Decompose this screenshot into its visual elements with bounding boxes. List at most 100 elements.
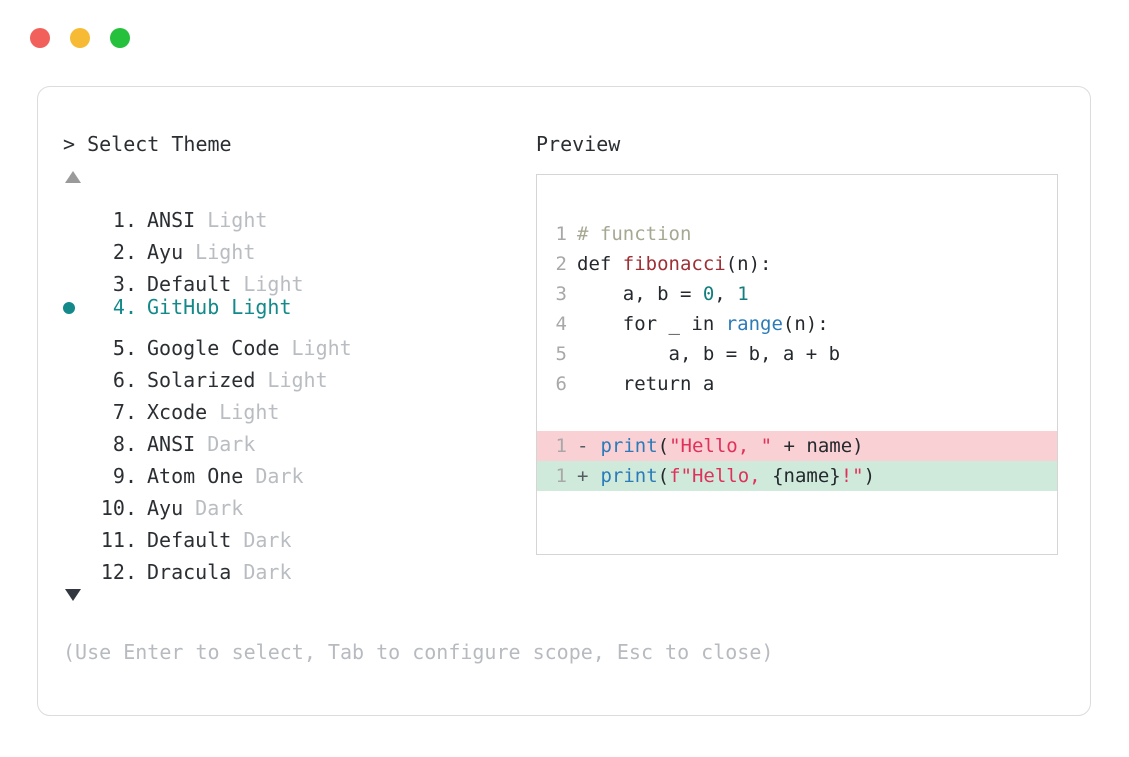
code-token: ) [863,465,876,487]
scroll-up-icon[interactable] [65,171,81,183]
diff-marker: + [577,465,589,487]
theme-list-item[interactable]: 4. GitHub Light [63,291,533,323]
theme-list-item[interactable]: 9. Atom One Dark [63,451,533,488]
diff-added-line: 1+ print(f"Hello, {name}!") [537,461,1057,491]
theme-list-item[interactable]: 5.Google Code Light [63,323,533,360]
code-token: print [600,465,658,487]
window-close-dot[interactable] [30,28,50,48]
theme-list-item[interactable]: 10.Ayu Dark [63,483,533,520]
theme-name: GitHub [147,295,220,319]
code-line: 6 return a [537,369,1057,399]
theme-name: Ayu [147,496,184,520]
theme-list-item[interactable]: 6.Solarized Light [63,355,533,392]
line-number: 2 [555,253,567,275]
code-token: a, b = b, a + b [577,343,841,365]
theme-name: Ayu [147,240,184,264]
code-token: {name} [772,465,841,487]
theme-list-item[interactable]: 3.Default Light [63,259,533,296]
theme-index: 4. [112,295,137,319]
code-line: 5 a, b = b, a + b [537,339,1057,369]
selection-bullet-cell [63,515,93,547]
theme-variant: Dark [255,464,304,488]
window-traffic-lights [30,28,130,48]
theme-list-item[interactable]: 1.ANSI Light [63,195,533,232]
theme-index: 9. [112,464,137,488]
code-token: 1 [737,283,749,305]
window-maximize-dot[interactable] [110,28,130,48]
spacer [231,524,243,556]
selection-bullet-cell [63,227,93,259]
code-token: !" [840,465,864,487]
spacer [589,461,600,491]
theme-name: Atom One [147,464,244,488]
theme-list-item[interactable]: 8.ANSI Dark [63,419,533,456]
code-token: ( [657,465,670,487]
code-line: 4 for _ in range(n): [537,309,1057,339]
selection-bullet-cell [63,259,93,291]
diff-lines: 1- print("Hello, " + name)1+ print(f"Hel… [537,431,1057,491]
code-token: (n): [725,253,772,275]
theme-list-item[interactable]: 11. Default Dark [63,515,533,552]
line-number: 3 [555,283,567,305]
selection-bullet-cell [63,323,93,355]
code-token: print [600,435,658,457]
spacer [183,236,195,268]
theme-list-item[interactable]: 2.Ayu Light [63,227,533,264]
code-token: ( [657,435,670,457]
spacer [219,291,231,323]
selection-bullet-cell [63,483,93,515]
selection-bullet-cell [63,387,93,419]
spacer [195,428,207,460]
code-token: "Hello, " [669,435,773,457]
code-token: range [725,313,783,335]
selection-bullet-cell [63,355,93,387]
theme-variant: Dark [243,528,292,552]
window-minimize-dot[interactable] [70,28,90,48]
code-token: f"Hello, [669,465,773,487]
code-token: a, b = [577,283,703,305]
line-number: 4 [555,313,567,335]
theme-index: 6. [112,368,137,392]
code-line: 3 a, b = 0, 1 [537,279,1057,309]
preview-label: Preview [536,132,621,156]
spacer [279,332,291,364]
selection-bullet-cell [63,547,93,579]
theme-name: ANSI [147,432,196,456]
theme-variant: Light [231,295,292,319]
theme-variant: Dark [195,496,244,520]
line-number: 1 [555,435,567,457]
theme-name: Google Code [147,336,280,360]
code-token: return a [577,373,715,395]
selection-bullet-cell [63,451,93,483]
code-token: fibonacci [622,253,726,275]
line-number: 6 [555,373,567,395]
theme-index: 8. [112,432,137,456]
theme-list-item[interactable]: 12.Dracula Dark [63,547,533,584]
keyboard-hint: (Use Enter to select, Tab to configure s… [63,640,774,664]
theme-index: 7. [112,400,137,424]
spacer [195,204,207,236]
theme-index: 1. [112,208,137,232]
theme-variant: Dark [243,560,292,584]
theme-name: Default [147,528,232,552]
code-token: 0 [702,283,715,305]
theme-name: ANSI [147,208,196,232]
code-spacer [537,399,1057,431]
spacer [231,556,243,588]
spacer [207,396,219,428]
theme-index: 3. [112,272,137,296]
code-line: 1# function [537,219,1057,249]
theme-list-item[interactable]: 7.Xcode Light [63,387,533,424]
spacer [589,431,600,461]
code-token: + name) [772,435,864,457]
theme-index: 11. [100,528,137,552]
theme-index: 2. [112,240,137,264]
scroll-down-icon[interactable] [65,589,81,601]
